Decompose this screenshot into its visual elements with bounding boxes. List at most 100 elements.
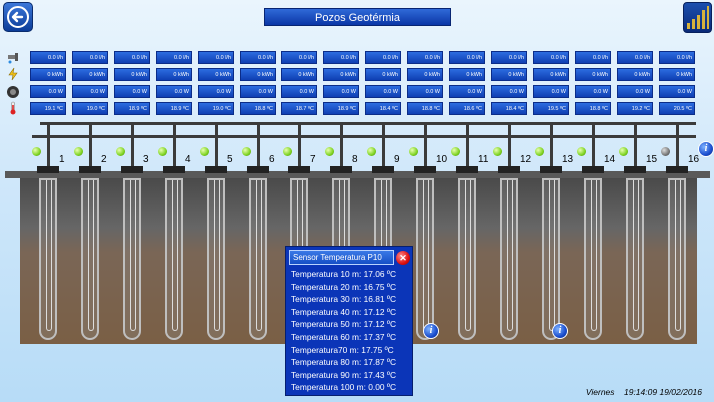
well-energy-value: 0 kWh — [30, 68, 66, 81]
signal-bars-icon — [687, 6, 709, 29]
sensor-reading: Temperatura 100 m: 0.00 ºC — [291, 382, 397, 393]
info-icon[interactable]: i — [552, 323, 568, 339]
borehole[interactable] — [416, 178, 434, 340]
well-number: 7 — [310, 154, 316, 165]
borehole[interactable] — [668, 178, 686, 340]
well-status-led — [409, 147, 418, 156]
well-temp-value: 18.9 ºC — [114, 102, 150, 115]
borehole[interactable] — [39, 178, 57, 340]
borehole[interactable] — [123, 178, 141, 340]
well-status-led — [283, 147, 292, 156]
well-power-value: 0.0 W — [72, 85, 108, 98]
borehole[interactable] — [458, 178, 476, 340]
well-temp-value: 20.5 ºC — [659, 102, 695, 115]
well-energy-value: 0 kWh — [449, 68, 485, 81]
well-number: 2 — [101, 154, 107, 165]
well-temp-value: 18.9 ºC — [156, 102, 192, 115]
back-button[interactable] — [3, 2, 33, 32]
signal-button[interactable] — [683, 2, 712, 33]
well-head — [121, 166, 143, 173]
borehole[interactable] — [500, 178, 518, 340]
well-status-led — [325, 147, 334, 156]
well-number: 1 — [59, 154, 65, 165]
borehole[interactable] — [207, 178, 225, 340]
well-energy-value: 0 kWh — [281, 68, 317, 81]
well-head — [624, 166, 646, 173]
well-power-value: 0.0 W — [365, 85, 401, 98]
well-energy-value: 0 kWh — [659, 68, 695, 81]
well-status-led — [619, 147, 628, 156]
well-status-led — [493, 147, 502, 156]
well-temp-value: 19.5 ºC — [533, 102, 569, 115]
well-riser-pipe — [466, 125, 469, 169]
well-riser-pipe — [424, 125, 427, 169]
status-datetime: Viernes 19:14:09 19/02/2016 — [586, 387, 702, 397]
well-riser-pipe — [173, 125, 176, 169]
well-number: 9 — [394, 154, 400, 165]
well-riser-pipe — [257, 125, 260, 169]
well-riser-pipe — [47, 125, 50, 169]
time-label: 19:14:09 — [623, 387, 658, 397]
well-temp-value: 19.2 ºC — [617, 102, 653, 115]
energy-icon — [8, 67, 18, 81]
well-power-value: 0.0 W — [533, 85, 569, 98]
sensor-reading: Temperatura 30 m: 16.81 ºC — [291, 294, 397, 305]
well-head — [540, 166, 562, 173]
well-temp-value: 19.0 ºC — [72, 102, 108, 115]
well-number: 16 — [688, 154, 700, 165]
back-arrow-icon — [7, 6, 29, 28]
info-icon[interactable]: i — [423, 323, 439, 339]
well-flow-value: 0.0 l/h — [491, 51, 527, 64]
well-temp-value: 19.0 ºC — [198, 102, 234, 115]
well-temp-value: 18.8 ºC — [575, 102, 611, 115]
well-status-led — [661, 147, 670, 156]
well-flow-value: 0.0 l/h — [72, 51, 108, 64]
borehole[interactable] — [81, 178, 99, 340]
well-power-value: 0.0 W — [407, 85, 443, 98]
well-energy-value: 0 kWh — [72, 68, 108, 81]
well-status-led — [535, 147, 544, 156]
borehole[interactable] — [626, 178, 644, 340]
weekday-label: Viernes — [585, 387, 615, 397]
borehole[interactable] — [165, 178, 183, 340]
well-energy-value: 0 kWh — [491, 68, 527, 81]
well-riser-pipe — [340, 125, 343, 169]
well-riser-pipe — [508, 125, 511, 169]
ground-surface — [5, 171, 710, 178]
well-number: 13 — [562, 154, 574, 165]
well-energy-value: 0 kWh — [365, 68, 401, 81]
well-power-value: 0.0 W — [281, 85, 317, 98]
sensor-popup: Sensor Temperatura P10 ✕ Temperatura 10 … — [285, 246, 413, 396]
well-riser-pipe — [592, 125, 595, 169]
well-power-value: 0.0 W — [491, 85, 527, 98]
well-head — [247, 166, 269, 173]
well-energy-value: 0 kWh — [156, 68, 192, 81]
well-flow-value: 0.0 l/h — [114, 51, 150, 64]
well-riser-pipe — [550, 125, 553, 169]
well-power-value: 0.0 W — [114, 85, 150, 98]
well-number: 14 — [604, 154, 616, 165]
well-temp-value: 18.7 ºC — [281, 102, 317, 115]
well-temp-value: 18.4 ºC — [491, 102, 527, 115]
borehole[interactable] — [584, 178, 602, 340]
borehole[interactable] — [542, 178, 560, 340]
info-icon[interactable]: i — [698, 141, 714, 157]
well-riser-pipe — [298, 125, 301, 169]
well-head — [163, 166, 185, 173]
well-number: 4 — [185, 154, 191, 165]
date-label: 19/02/2016 — [659, 387, 702, 397]
borehole[interactable] — [249, 178, 267, 340]
well-flow-value: 0.0 l/h — [659, 51, 695, 64]
well-energy-value: 0 kWh — [407, 68, 443, 81]
well-head — [414, 166, 436, 173]
well-number: 12 — [520, 154, 532, 165]
well-status-led — [367, 147, 376, 156]
well-flow-value: 0.0 l/h — [575, 51, 611, 64]
well-power-value: 0.0 W — [198, 85, 234, 98]
sensor-reading: Temperatura 80 m: 17.87 ºC — [291, 357, 397, 368]
close-icon[interactable]: ✕ — [396, 251, 410, 265]
well-flow-value: 0.0 l/h — [365, 51, 401, 64]
sensor-reading: Temperatura 20 m: 16.75 ºC — [291, 281, 397, 292]
well-head — [288, 166, 310, 173]
well-temp-value: 18.4 ºC — [365, 102, 401, 115]
